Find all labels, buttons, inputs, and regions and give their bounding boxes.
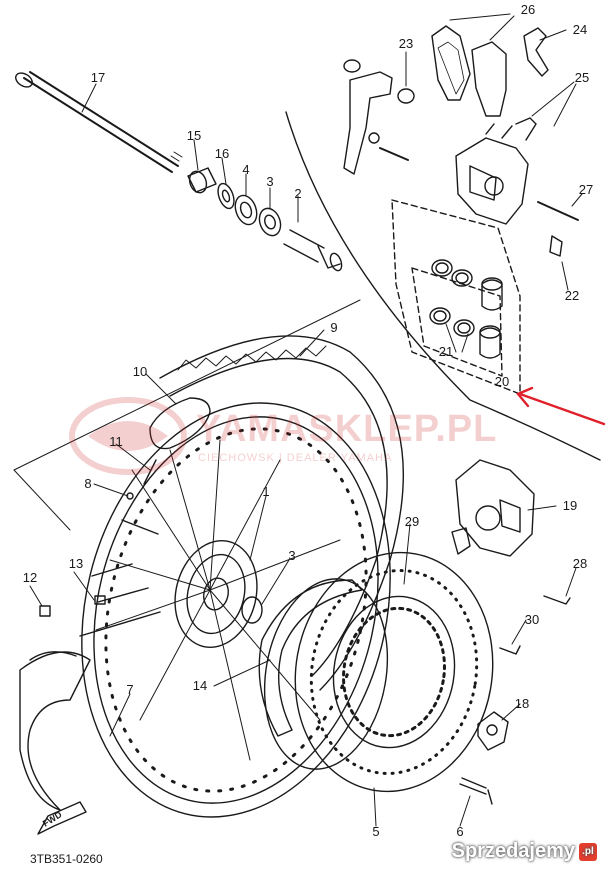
caliper-seals [429, 259, 503, 359]
part-label-11: 11 [109, 434, 123, 449]
caliper-bracket [343, 59, 415, 175]
part-label-17: 17 [90, 70, 106, 85]
brake-pads [431, 25, 507, 117]
site-watermark-text: Sprzedajemy [451, 840, 575, 862]
part-label-8: 8 [84, 476, 92, 491]
part-label-3-lower: 3 [288, 548, 296, 563]
site-watermark-mark: .pl [579, 842, 597, 861]
part-label-21: 21 [438, 344, 454, 359]
part-label-9: 9 [330, 320, 338, 335]
part-label-1: 1 [262, 484, 270, 499]
diagram-code: 3TB351-0260 [30, 852, 103, 866]
caliper-assembly [451, 459, 535, 557]
leader-lines [29, 13, 583, 827]
brake-disc [294, 551, 494, 793]
part-label-12: 12 [22, 570, 38, 585]
part-label-4: 4 [242, 162, 250, 177]
hub-part [174, 540, 263, 648]
part-label-6: 6 [456, 824, 464, 839]
part-label-27: 27 [578, 182, 594, 197]
part-label-18: 18 [514, 696, 530, 711]
highlight-arrow [516, 386, 606, 426]
caliper-body-upper [455, 117, 579, 257]
site-watermark-badge: Sprzedajemy .pl [452, 840, 597, 863]
fwd-arrow [37, 801, 87, 835]
part-label-29: 29 [404, 514, 420, 529]
part-label-10: 10 [132, 364, 148, 379]
part-label-3-upper: 3 [266, 174, 274, 189]
part-label-5: 5 [372, 824, 380, 839]
spoke-nipples [39, 492, 161, 637]
part-label-20: 20 [494, 374, 510, 389]
part-label-19: 19 [562, 498, 578, 513]
wheel-rim [81, 402, 391, 818]
part-label-13: 13 [68, 556, 84, 571]
hub-spacer-parts [187, 167, 343, 272]
part-label-23: 23 [398, 36, 414, 51]
part-label-7: 7 [126, 682, 134, 697]
part-label-25: 25 [574, 70, 590, 85]
part-label-24: 24 [572, 22, 588, 37]
part-label-28: 28 [572, 556, 588, 571]
axle-part [15, 71, 183, 173]
part-label-2: 2 [294, 186, 302, 201]
wheel-spokes [95, 439, 341, 761]
part-label-26: 26 [520, 2, 536, 17]
part-label-22: 22 [564, 288, 580, 303]
part-label-15: 15 [186, 128, 202, 143]
part-label-14: 14 [192, 678, 208, 693]
tire-part [159, 335, 404, 691]
part-label-16: 16 [214, 146, 230, 161]
part-label-30: 30 [524, 612, 540, 627]
